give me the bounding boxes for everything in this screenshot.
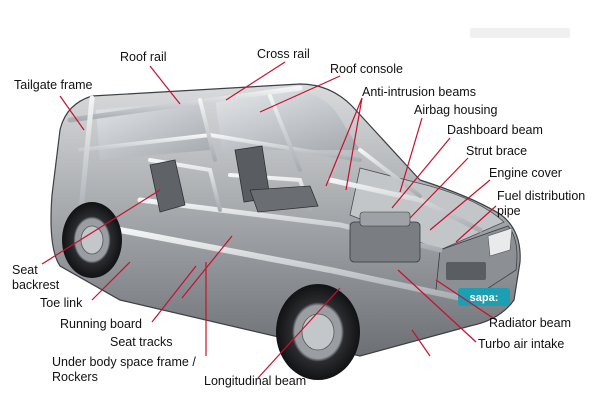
label-running-board: Running board: [60, 317, 142, 332]
label-underbody-frame: Under body space frame / Rockers: [52, 355, 217, 385]
label-turbo-air-intake: Turbo air intake: [478, 337, 564, 352]
label-dashboard-beam: Dashboard beam: [447, 123, 543, 138]
label-airbag-housing: Airbag housing: [414, 103, 497, 118]
label-radiator-beam: Radiator beam: [489, 316, 571, 331]
brand-badge-text: sapa:: [470, 292, 499, 304]
front-wheel: [276, 284, 360, 380]
label-strut-brace: Strut brace: [466, 144, 527, 159]
label-roof-rail: Roof rail: [120, 50, 167, 65]
label-longitudinal-beam: Longitudinal beam: [204, 374, 306, 389]
label-roof-console: Roof console: [330, 62, 403, 77]
label-cross-rail: Cross rail: [257, 47, 310, 62]
label-fuel-distribution-pipe: Fuel distribution pipe: [497, 189, 597, 219]
engine: [350, 212, 420, 262]
label-anti-intrusion-beams: Anti-intrusion beams: [362, 85, 476, 100]
watermark: [470, 28, 570, 38]
label-tailgate-frame: Tailgate frame: [14, 78, 93, 93]
label-toe-link: Toe link: [40, 296, 82, 311]
label-seat-tracks: Seat tracks: [110, 335, 173, 350]
label-engine-cover: Engine cover: [489, 166, 562, 181]
label-seat-backrest: Seat backrest: [12, 263, 72, 293]
